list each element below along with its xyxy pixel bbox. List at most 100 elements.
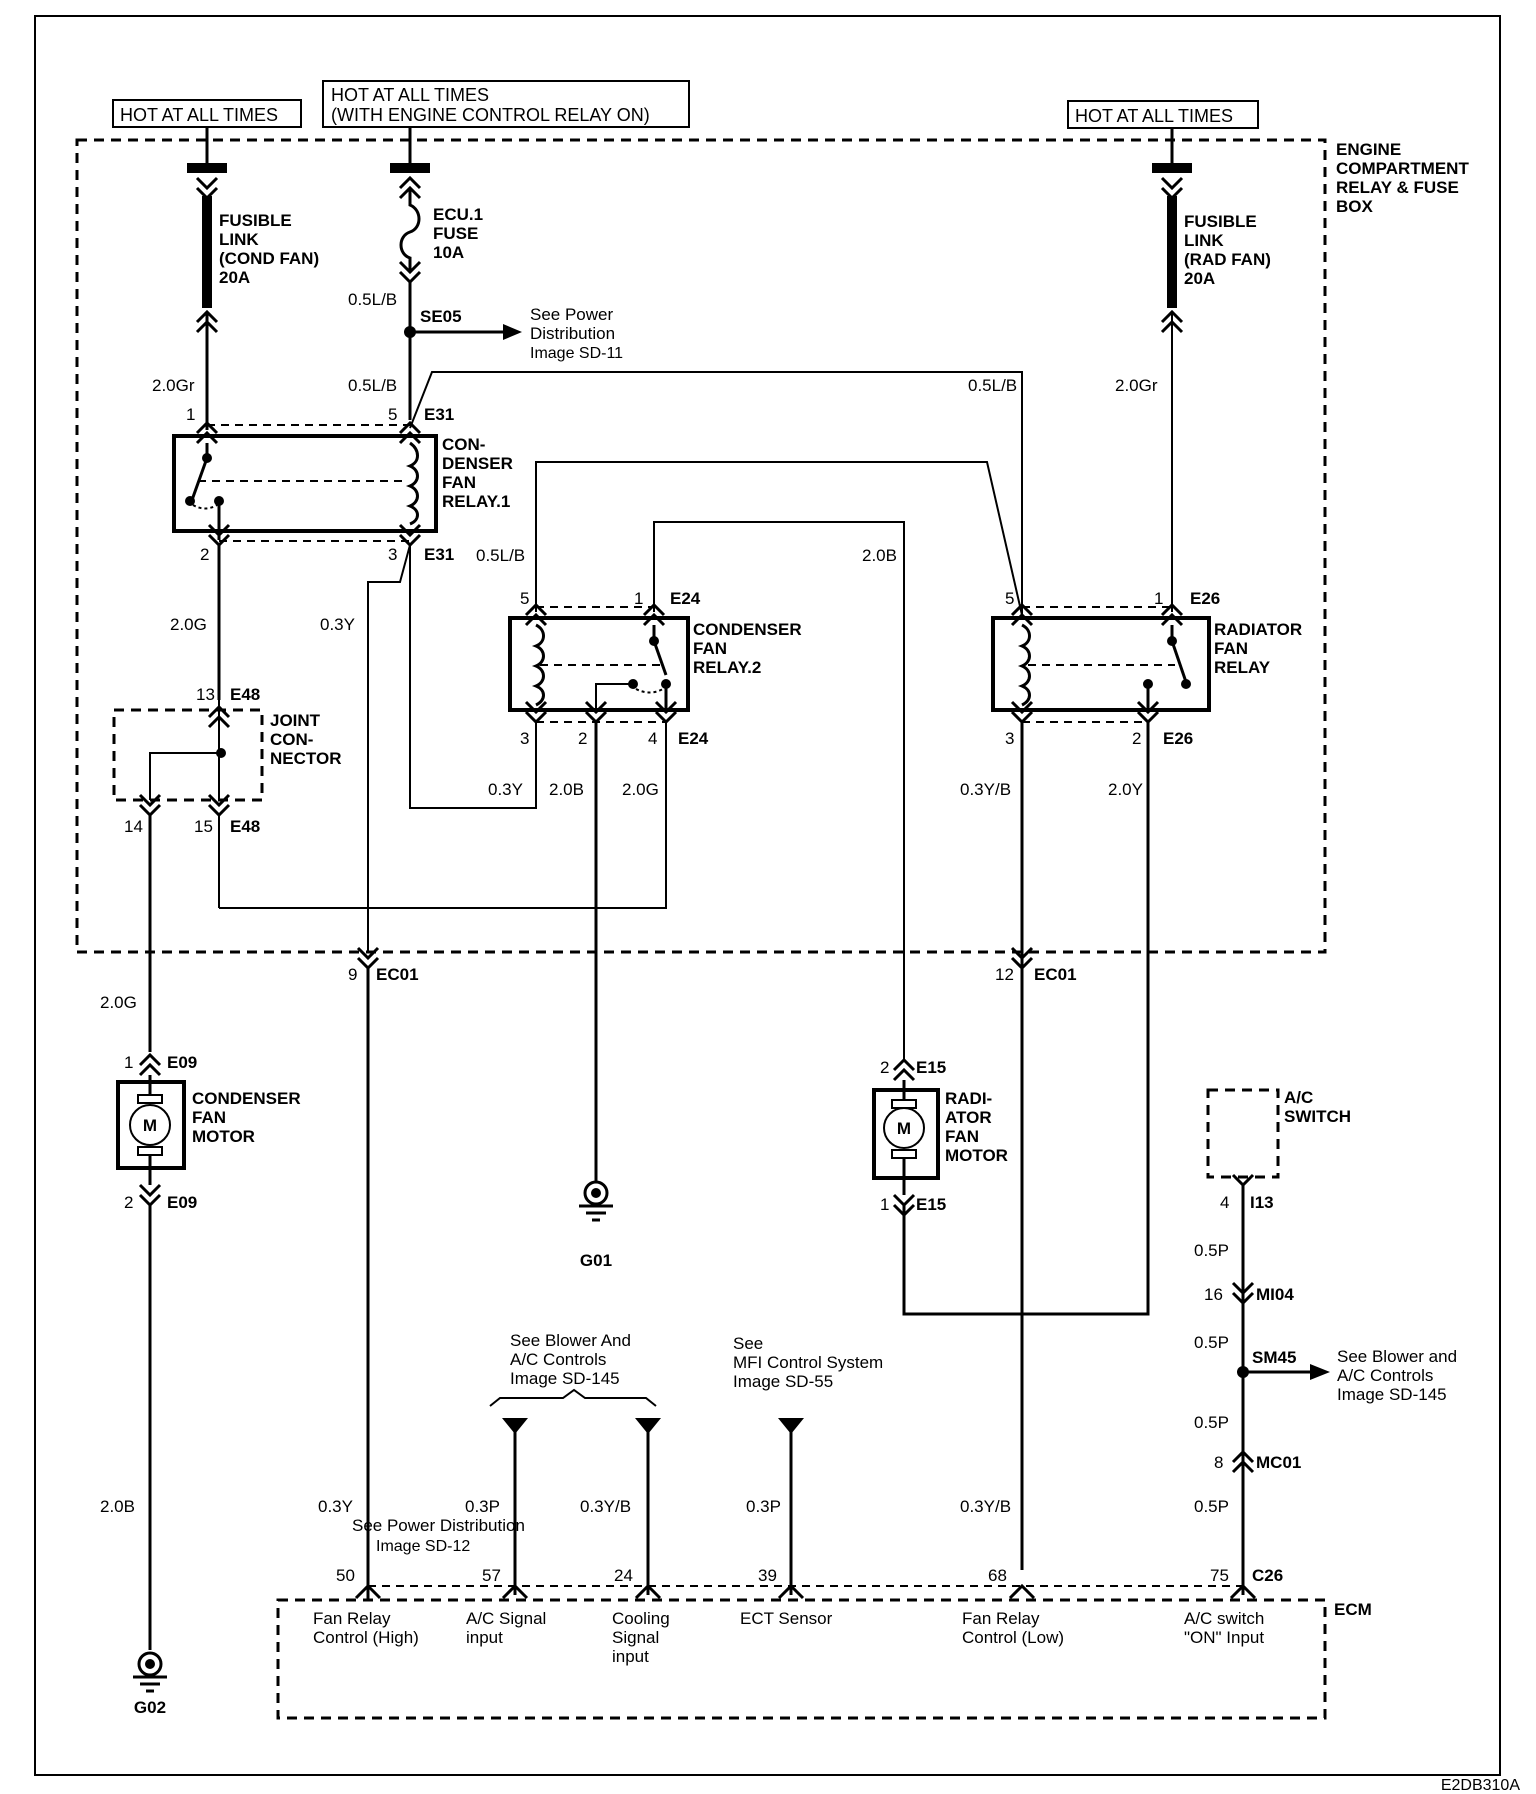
relay-name: RELAY: [1214, 658, 1271, 677]
wire-label: 0.5P: [1194, 1333, 1229, 1352]
ac-switch-box: [1206, 1088, 1280, 1179]
ecu-fuse: ECU.1 FUSE 10A: [390, 127, 483, 420]
wire-03y-to-relay2: [409, 545, 537, 809]
jc-name: JOINT: [270, 711, 321, 730]
ecm-pin-label: Control (High): [313, 1628, 419, 1647]
arrow-right-icon: [1310, 1364, 1330, 1380]
connector-label: E31: [424, 405, 454, 424]
arrow-right-icon: [503, 324, 522, 340]
ac-switch-name: SWITCH: [1284, 1107, 1351, 1126]
connector-chevron-icon: [524, 602, 548, 627]
ground-g02: G02: [133, 1651, 167, 1717]
ecm-pin-50: 50 Fan Relay Control (High): [313, 1566, 419, 1647]
hot-center-line1: HOT AT ALL TIMES: [331, 85, 489, 105]
wire-label: 0.3Y: [488, 780, 523, 799]
fuse-box-label: ENGINE COMPARTMENT RELAY & FUSE BOX: [1336, 140, 1469, 216]
connector-chevron-icon: [1231, 1449, 1255, 1474]
relay-name: RELAY.2: [693, 658, 761, 677]
pin-label: 1: [124, 1053, 133, 1072]
joint-connector-box: [112, 708, 264, 802]
pin-label: 2: [578, 729, 587, 748]
wire-label: 2.0B: [100, 1497, 135, 1516]
connector-label: E26: [1163, 729, 1193, 748]
engine-compartment-box: [75, 138, 1327, 954]
fuse-icon: [399, 190, 421, 270]
pin-label: 4: [648, 729, 657, 748]
condenser-fan-relay-1: 1 5 E31 2 3 E31 CON- DENSER FAN RELAY.1: [172, 405, 513, 564]
connector-label: E09: [167, 1053, 197, 1072]
relay-name: FAN: [693, 639, 727, 658]
connector-chevron-icon: [1008, 1583, 1036, 1600]
ground-icon: [583, 1180, 609, 1206]
pin-label: 1: [186, 405, 195, 424]
relay-name: RELAY.1: [442, 492, 510, 511]
hot-center-line2: (WITH ENGINE CONTROL RELAY ON): [331, 105, 650, 125]
wire-label: 2.0Gr: [152, 376, 195, 395]
pin-label: 8: [1214, 1453, 1223, 1472]
connector-label: MC01: [1256, 1453, 1301, 1472]
pin-label: 13: [196, 685, 215, 704]
connector-chevron-icon: [634, 1583, 662, 1600]
splice-sm45: SM45 See Blower and A/C Controls Image S…: [1237, 1347, 1457, 1404]
connector-chevron-icon: [398, 420, 422, 445]
brace-icon: [489, 1388, 657, 1407]
motor-name: FAN: [192, 1108, 226, 1127]
connector-label: E15: [916, 1058, 946, 1077]
bus-bar-icon: [390, 163, 430, 173]
connector-label: E09: [167, 1193, 197, 1212]
pin-label: 57: [482, 1566, 501, 1585]
relay-name: FAN: [442, 473, 476, 492]
connector-chevron-icon: [777, 1583, 805, 1600]
connector-chevron-icon: [195, 420, 219, 445]
relay-1-box: [172, 434, 438, 533]
arrow-down-icon: [778, 1418, 804, 1434]
ecm-pin-label: A/C switch: [1184, 1609, 1264, 1628]
fusible-link-icon: [1167, 196, 1177, 308]
connector-label: E24: [678, 729, 709, 748]
ecm-pin-label: input: [466, 1628, 503, 1647]
fusible-link-cond-fan: FUSIBLE LINK (COND FAN) 20A: [187, 127, 319, 430]
wire-20b-relay2: [653, 521, 905, 1060]
wire-label: 0.3Y/B: [580, 1497, 631, 1516]
rad-relay-box: [991, 616, 1211, 712]
fl-rad-text: (RAD FAN): [1184, 250, 1271, 269]
fuse-box-line: RELAY & FUSE: [1336, 178, 1459, 197]
relay-name: CONDENSER: [693, 620, 802, 639]
ecu-fuse-text: 10A: [433, 243, 464, 262]
ecm-pin-label: Cooling: [612, 1609, 670, 1628]
ec01-pin9: 9 EC01: [348, 946, 419, 984]
ref-text: See Power: [530, 305, 613, 324]
ref-text: See: [733, 1334, 763, 1353]
wire-label: 0.5L/B: [968, 376, 1017, 395]
ecu-fuse-text: FUSE: [433, 224, 478, 243]
wire-20y-to-rad-motor: [902, 722, 1150, 1316]
ref-text: Distribution: [530, 324, 615, 343]
connector-chevron-icon: [138, 1183, 162, 1208]
connector-chevron-icon: [501, 1583, 529, 1600]
mc01-connector: 8 MC01: [1214, 1449, 1301, 1474]
ref-text: Image SD-145: [510, 1369, 620, 1388]
connector-chevron-icon: [1160, 602, 1184, 627]
ac-switch-name: A/C: [1284, 1088, 1313, 1107]
mi04-connector: 16 MI04: [1204, 1281, 1294, 1306]
joint-connector: 13 E48 14 15 E48 JOINT CON- NECTOR: [112, 685, 341, 836]
wire-label: 0.5P: [1194, 1241, 1229, 1260]
fl-cond-text: 20A: [219, 268, 250, 287]
ecm-pin-68: 68 Fan Relay Control (Low): [962, 1566, 1064, 1647]
connector-chevron-icon: [398, 175, 422, 200]
ground-g01: G01: [579, 1180, 613, 1270]
fl-rad-text: 20A: [1184, 269, 1215, 288]
wire-label: 2.0Gr: [1115, 376, 1158, 395]
arrow-down-icon: [635, 1418, 661, 1434]
figure-id: E2DB310A: [1441, 1777, 1520, 1794]
ref-text: Image SD-12: [376, 1538, 470, 1555]
hot-right-text: HOT AT ALL TIMES: [1075, 106, 1233, 126]
pin-label: 1: [1154, 589, 1163, 608]
relay-name: CON-: [442, 435, 485, 454]
wire-label: 0.3Y: [318, 1497, 353, 1516]
ref-text: A/C Controls: [510, 1350, 606, 1369]
relay-name: RADIATOR: [1214, 620, 1302, 639]
pin-label: 5: [388, 405, 397, 424]
radiator-fan-relay: 5 1 E26 3 2 E26 RADIATOR FAN RELAY: [991, 589, 1302, 748]
